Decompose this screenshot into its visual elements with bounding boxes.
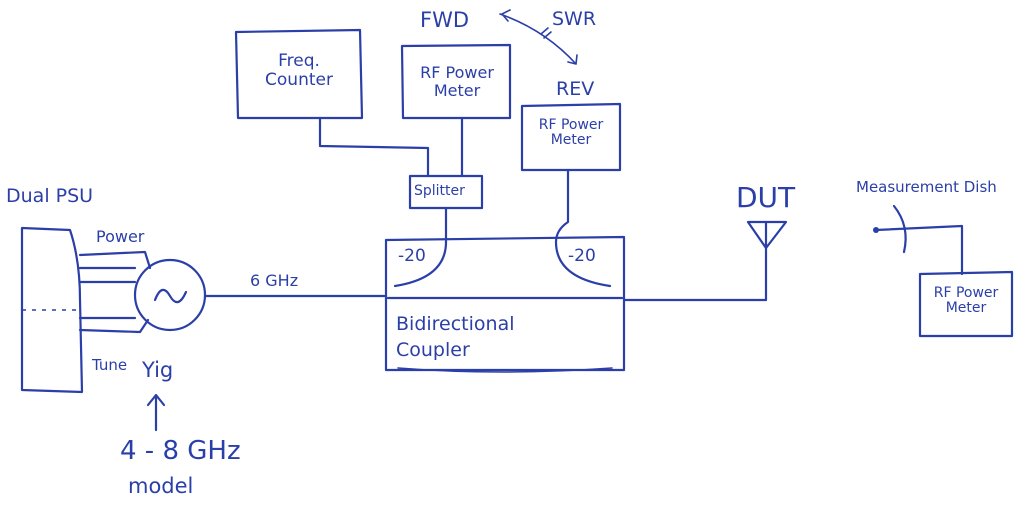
bidirectional-coupler-box <box>384 235 626 372</box>
rf-line-to-dut <box>622 244 768 302</box>
splitter-box <box>408 174 484 210</box>
rf-power-meter-dish-box <box>918 270 1014 338</box>
rf-power-meter-rev-line2: Meter <box>550 132 592 149</box>
coupler-port-left-label: -20 <box>398 246 426 266</box>
rev-meter-to-coupler-line <box>554 168 570 244</box>
tune-wire <box>78 316 150 334</box>
rf-power-meter-fwd-label: RF Power Meter <box>402 64 512 99</box>
dish-feed-line <box>874 224 964 276</box>
coupler-port-left-arc <box>393 240 448 288</box>
freq-counter-line1: Freq. <box>278 51 320 71</box>
rf-power-meter-rev-label: RF Power Meter <box>520 117 622 149</box>
rf-power-meter-fwd-line1: RF Power <box>420 63 494 82</box>
rf-power-meter-fwd-line2: Meter <box>433 80 481 100</box>
arrow-up-icon <box>146 393 166 432</box>
splitter-to-counter-line <box>318 116 430 178</box>
freq-counter-box <box>234 28 364 120</box>
fwd-label: FWD <box>420 8 470 32</box>
coupler-port-right-arc <box>554 240 612 288</box>
power-wire <box>78 250 152 270</box>
rev-label: REV <box>556 78 595 100</box>
rf-power-meter-rev-box <box>520 102 622 172</box>
tune-label: Tune <box>92 356 128 374</box>
swr-label: SWR <box>552 8 597 30</box>
coupler-bottom-scribble <box>397 367 613 373</box>
antenna-icon <box>746 220 788 250</box>
model-range-label: 4 - 8 GHz <box>120 436 241 466</box>
freq-counter-line2: Counter <box>265 69 333 90</box>
dual-psu-label: Dual PSU <box>6 185 94 207</box>
dish-icon <box>892 204 907 254</box>
coupler-port-right-label: -20 <box>568 246 596 266</box>
rf-power-meter-dish-line2: Meter <box>945 300 987 317</box>
sine-wave-icon <box>153 288 188 304</box>
swr-equals-mark <box>540 27 552 39</box>
splitter-label: Splitter <box>414 183 465 199</box>
rf-power-meter-dish-line1: RF Power <box>933 285 999 301</box>
freq-6ghz-label: 6 GHz <box>250 271 299 290</box>
dut-label: DUT <box>736 181 796 214</box>
power-label: Power <box>96 227 145 246</box>
yig-label: Yig <box>142 358 174 382</box>
rf-power-meter-dish-label: RF Power Meter <box>918 285 1014 317</box>
measurement-dish-label: Measurement Dish <box>856 178 997 196</box>
coupler-line2-label: Coupler <box>396 339 470 361</box>
coupler-line1-label: Bidirectional <box>396 313 515 335</box>
freq-counter-label: Freq. Counter <box>240 52 358 89</box>
rf-power-meter-rev-line1: RF Power <box>538 117 604 133</box>
rf-power-meter-fwd-box <box>400 43 512 120</box>
dual-psu-box <box>20 226 84 394</box>
model-label: model <box>128 474 194 498</box>
